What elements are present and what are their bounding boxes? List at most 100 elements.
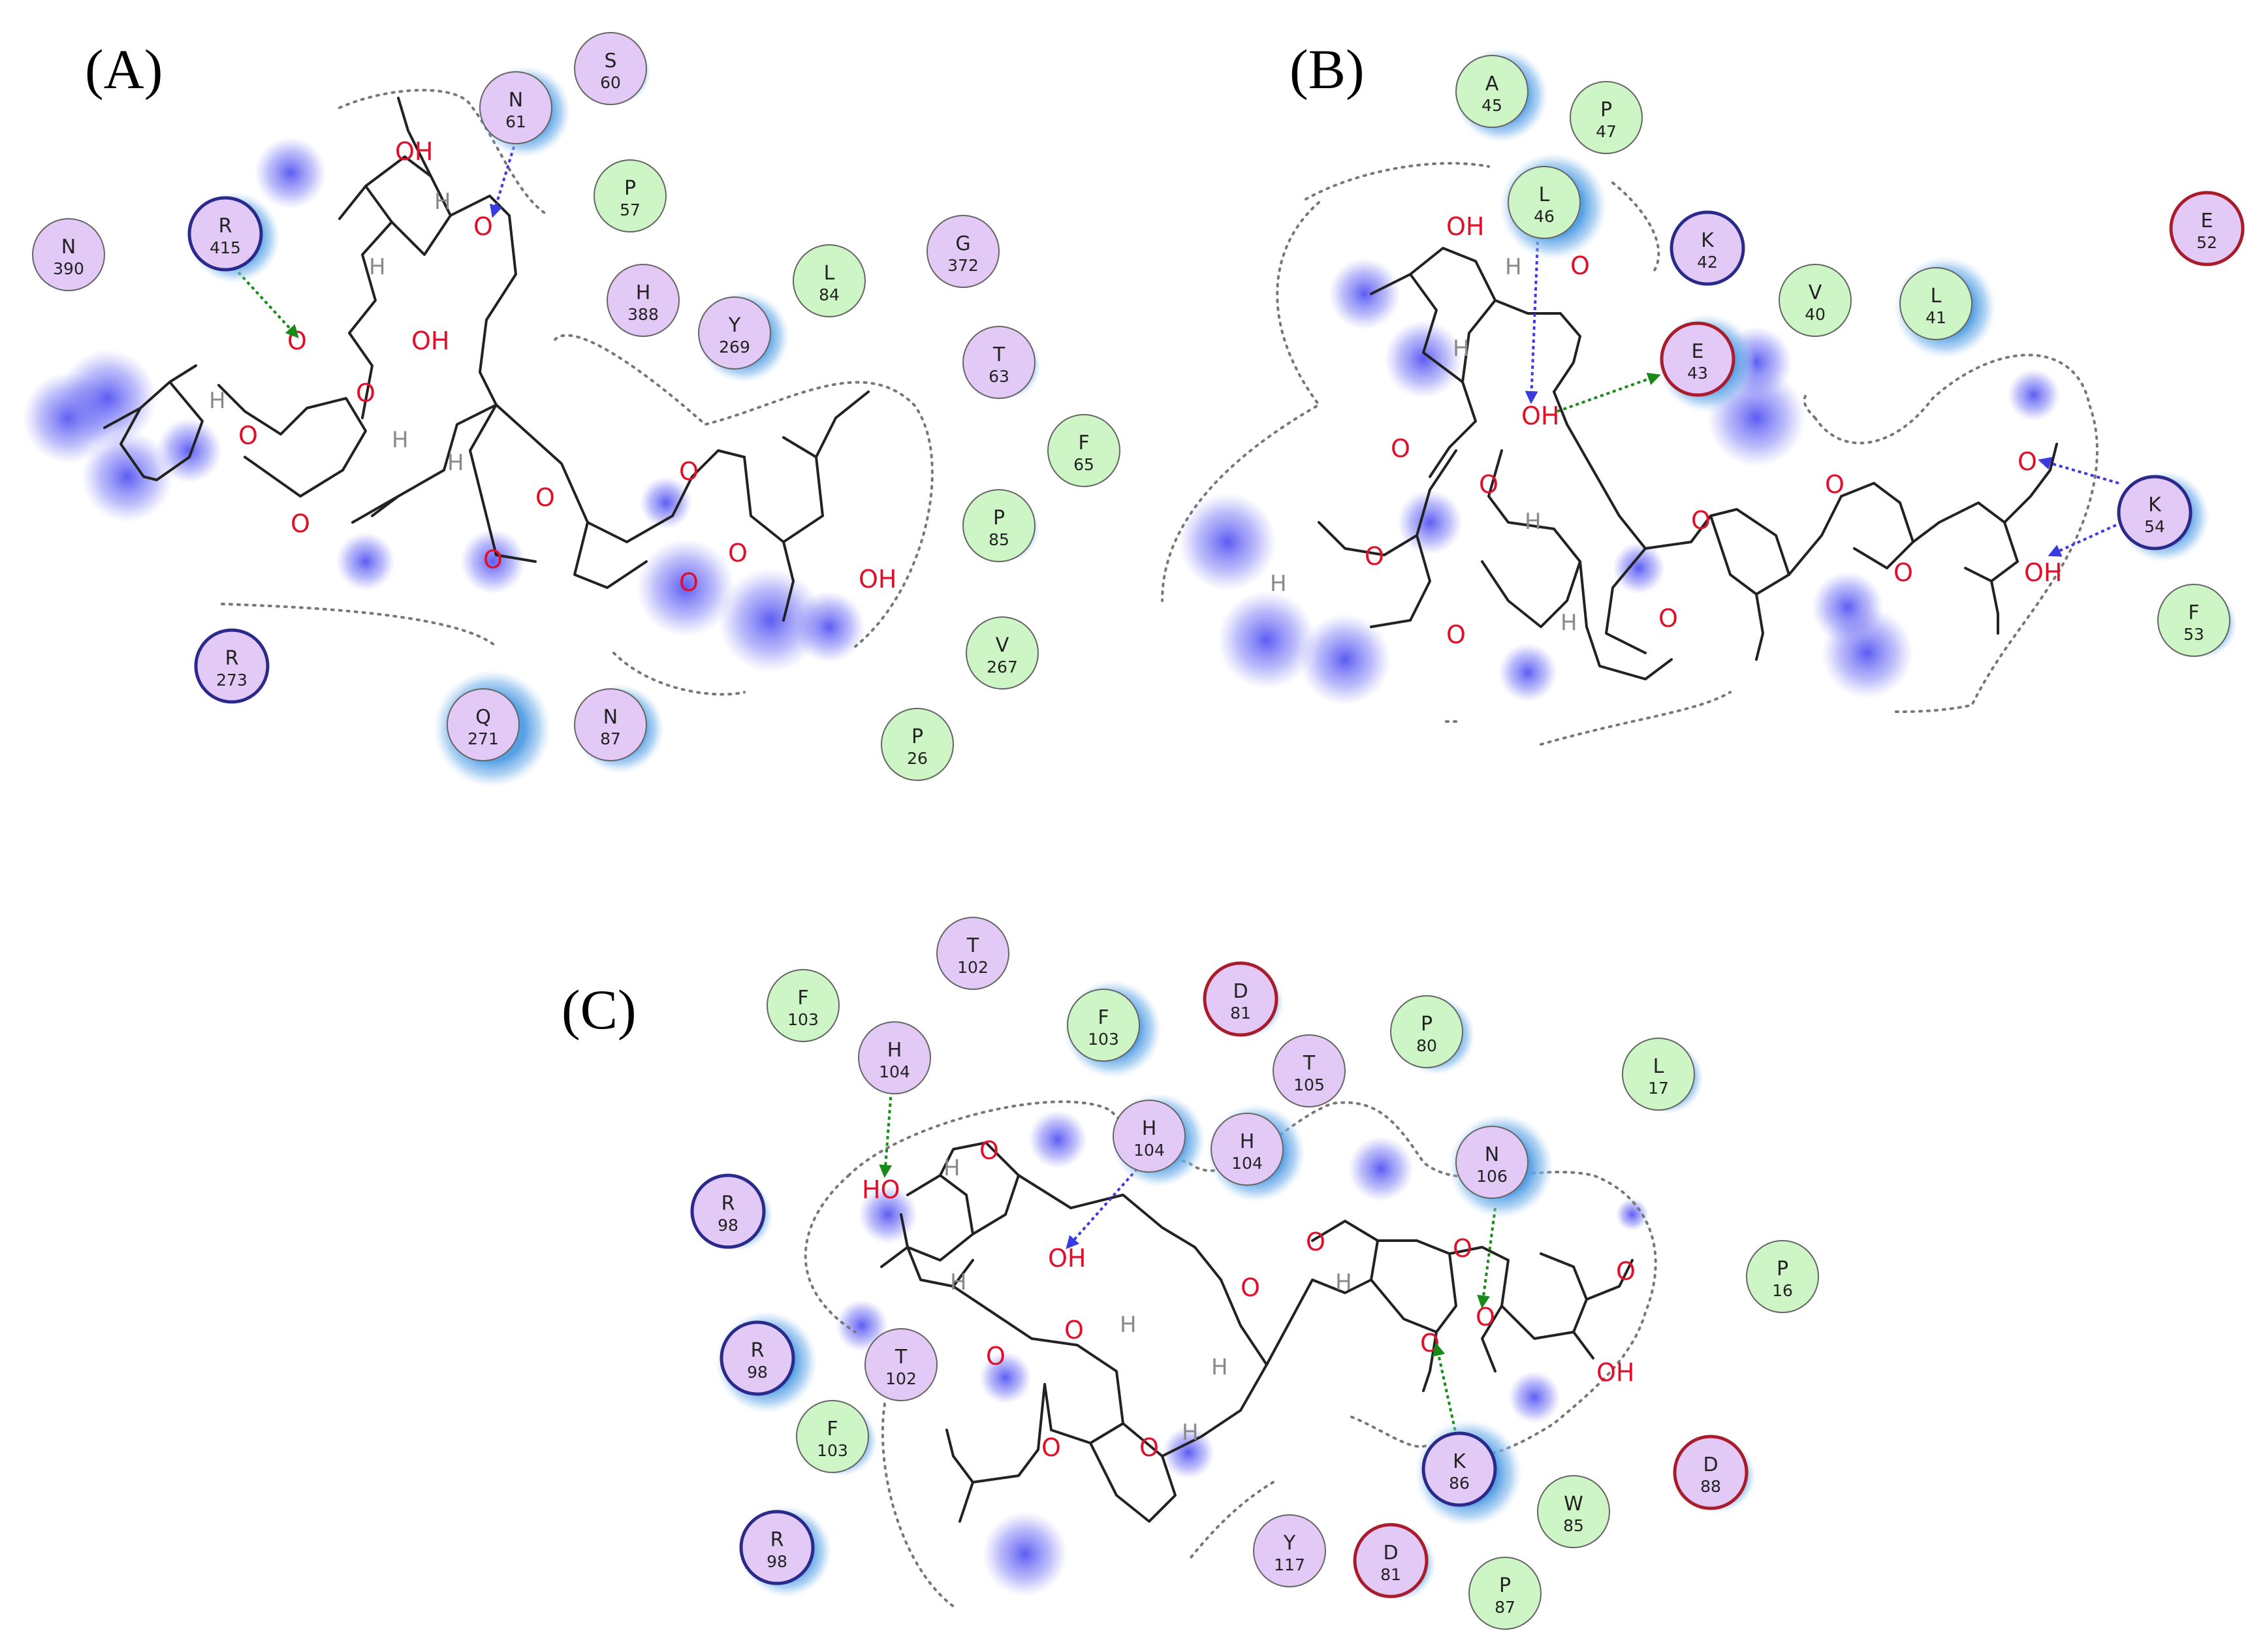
- residue-disc: [698, 296, 771, 370]
- residue-number: 98: [767, 1552, 787, 1571]
- hydroxyl-label: OH: [1521, 402, 1559, 430]
- oxygen-label: O: [1893, 558, 1913, 587]
- oxygen-label: O: [679, 568, 699, 597]
- residue-number: 415: [210, 238, 241, 257]
- residue-letter: Y: [728, 314, 741, 337]
- residue-number: 98: [747, 1363, 768, 1382]
- residue-number: 63: [989, 367, 1009, 386]
- hydrogen-label: H: [209, 388, 226, 414]
- residue-letter: S: [604, 50, 616, 72]
- panel-c: (C): [562, 917, 1819, 1630]
- residue-number: 103: [817, 1441, 848, 1460]
- residue-number: 104: [1231, 1154, 1263, 1173]
- residue-number: 45: [1481, 96, 1502, 115]
- hydrogen-label: H: [392, 427, 409, 453]
- residue-number: 273: [216, 671, 247, 690]
- oxygen-label: O: [1616, 1257, 1636, 1286]
- oxygen-label: O: [1825, 470, 1845, 499]
- residue-disc: [720, 1320, 795, 1396]
- panel-label: (B): [1290, 38, 1365, 101]
- residue-t63: T63: [962, 326, 1041, 399]
- residue-disc: [690, 1173, 766, 1249]
- oxygen-label: O: [1446, 620, 1466, 649]
- hydrogen-label: H: [1270, 571, 1287, 597]
- oxygen-label: O: [1691, 506, 1711, 535]
- residue-d81: D81: [1353, 1523, 1436, 1600]
- h-bond-lines: [1525, 241, 2123, 557]
- residue-letter: T: [1303, 1052, 1316, 1075]
- residue-number: 41: [1925, 308, 1946, 327]
- residue-letter: D: [1703, 1453, 1718, 1476]
- residue-a45: A45: [1454, 48, 1548, 142]
- oxygen-label: O: [1479, 470, 1498, 499]
- residue-disc: [574, 32, 647, 105]
- oxygen-label: O: [1391, 434, 1410, 463]
- ligand-exposure-blobs: [23, 137, 865, 673]
- residue-letter: G: [955, 232, 970, 255]
- residue-disc: [881, 708, 954, 781]
- residue-letter: V: [1809, 281, 1822, 304]
- residue-d88: D88: [1673, 1435, 1756, 1512]
- residue-disc: [607, 264, 680, 337]
- oxygen-label: O: [473, 212, 493, 241]
- residue-number: 46: [1534, 207, 1555, 226]
- residue-number: 390: [53, 259, 84, 278]
- residue-disc: [966, 616, 1039, 690]
- residue-number: 372: [947, 256, 979, 275]
- residue-f65: F65: [1047, 414, 1120, 487]
- hydrogen-label: H: [943, 1155, 960, 1181]
- residue-number: 84: [819, 285, 840, 304]
- residue-number: 102: [957, 958, 989, 977]
- residue-disc: [187, 196, 263, 272]
- residue-letter: F: [827, 1418, 838, 1440]
- residue-letter: H: [1142, 1117, 1157, 1140]
- oxygen-label: O: [483, 545, 503, 574]
- residue-disc: [1899, 267, 1972, 340]
- residue-number: 80: [1416, 1036, 1437, 1055]
- residue-disc: [1273, 1034, 1346, 1107]
- oxygen-label: O: [2018, 447, 2037, 476]
- hydrogen-label: H: [447, 450, 464, 476]
- hydroxyl-label: OH: [859, 565, 896, 594]
- residue-letter: N: [61, 236, 76, 259]
- residue-letter: H: [1240, 1130, 1255, 1153]
- residue-n61: N61: [479, 66, 571, 157]
- hydroxyl-label: OH: [1048, 1244, 1086, 1273]
- residue-letter: P: [911, 725, 923, 748]
- pocket-outline: [1161, 162, 2099, 746]
- residue-disc: [793, 244, 866, 317]
- residue-disc: [767, 969, 840, 1042]
- residue-letter: L: [824, 262, 835, 285]
- residue-letter: R: [219, 215, 232, 238]
- oxygen-label: O: [986, 1342, 1006, 1371]
- residue-number: 117: [1274, 1555, 1305, 1574]
- residue-letter: H: [887, 1039, 902, 1062]
- residue-disc: [796, 1400, 869, 1473]
- residue-number: 47: [1596, 122, 1617, 141]
- residue-n87: N87: [574, 684, 664, 773]
- residue-letter: H: [636, 281, 651, 304]
- hydrogen-label: H: [1560, 610, 1577, 636]
- hydrogen-label: H: [1211, 1354, 1228, 1380]
- residue-disc: [2117, 475, 2193, 550]
- residue-disc: [32, 218, 105, 291]
- residue-p16: P16: [1746, 1240, 1819, 1313]
- residue-disc: [1508, 166, 1581, 239]
- residue-number: 57: [620, 200, 641, 219]
- residue-disc: [927, 215, 1000, 288]
- oxygen-label: O: [291, 509, 310, 538]
- hydroxyl-label: OH: [395, 137, 433, 166]
- residue-disc: [1390, 995, 1463, 1068]
- residue-k86: K86: [1415, 1420, 1522, 1527]
- hydrogen-label: H: [434, 189, 451, 215]
- residue-letter: R: [225, 647, 239, 670]
- residue-disc: [574, 688, 647, 761]
- residue-number: 103: [787, 1010, 819, 1029]
- panel-label: (C): [562, 978, 637, 1041]
